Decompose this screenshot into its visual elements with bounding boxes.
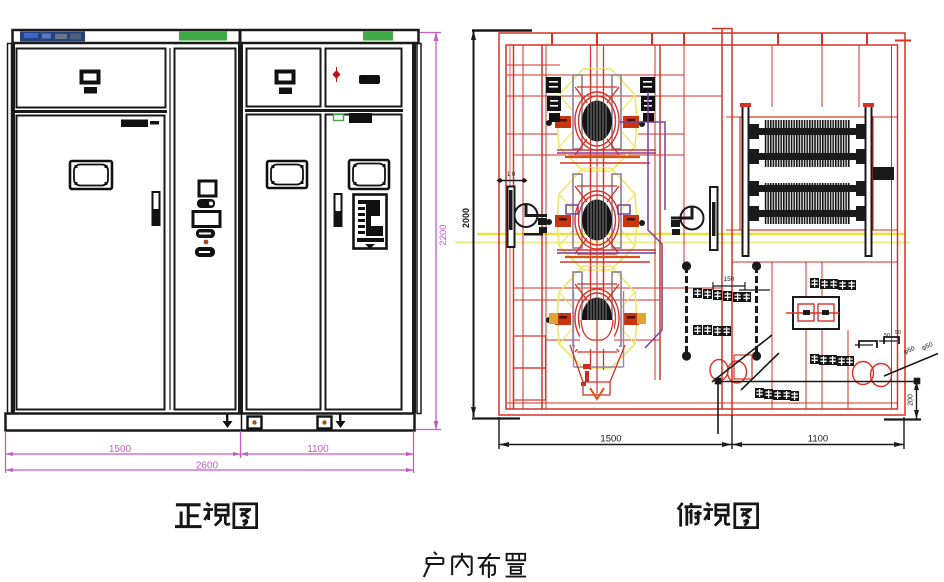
- svg-text:1 0: 1 0: [507, 172, 516, 178]
- svg-text:φ50: φ50: [903, 345, 917, 356]
- svg-text:1500: 1500: [109, 444, 132, 455]
- svg-text:2600: 2600: [196, 461, 219, 472]
- svg-text:1100: 1100: [808, 434, 828, 445]
- svg-text:50: 50: [884, 333, 890, 339]
- svg-text:1500: 1500: [600, 434, 621, 445]
- svg-text:50: 50: [895, 330, 901, 336]
- svg-text:1100: 1100: [307, 444, 329, 455]
- svg-text:2000: 2000: [461, 208, 471, 228]
- svg-text:2200: 2200: [438, 224, 449, 245]
- svg-text:φ50: φ50: [921, 341, 935, 352]
- svg-text:150: 150: [724, 276, 735, 283]
- svg-text:200: 200: [908, 394, 915, 406]
